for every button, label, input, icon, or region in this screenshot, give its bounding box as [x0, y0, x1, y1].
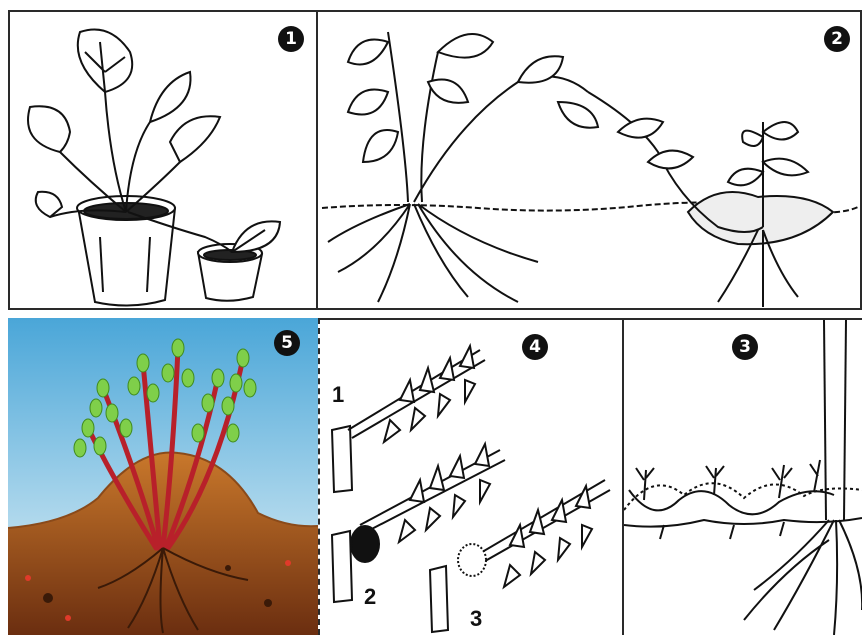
substep-label-2: 2: [364, 584, 376, 610]
continuous-layering-illustration: [624, 320, 862, 635]
substep-label-3: 3: [470, 606, 482, 632]
serpentine-layering-illustration: [318, 12, 862, 310]
substep-label-1: 1: [332, 382, 344, 408]
step-badge-3: 3: [732, 334, 758, 360]
step-badge-2: 2: [824, 26, 850, 52]
step-badge-5: 5: [274, 330, 300, 356]
panel-pot-layering: 1: [8, 10, 318, 310]
panel-mound-layering: 5: [8, 318, 318, 635]
step-badge-1: 1: [278, 26, 304, 52]
panel-continuous-layering: 3: [624, 318, 862, 635]
pot-layering-illustration: [10, 12, 318, 310]
panel-air-layering: 4 1 2 3: [318, 318, 624, 635]
panel-serpentine-layering: 2: [318, 10, 862, 310]
step-badge-4: 4: [522, 334, 548, 360]
mound-layering-illustration: [8, 318, 318, 635]
